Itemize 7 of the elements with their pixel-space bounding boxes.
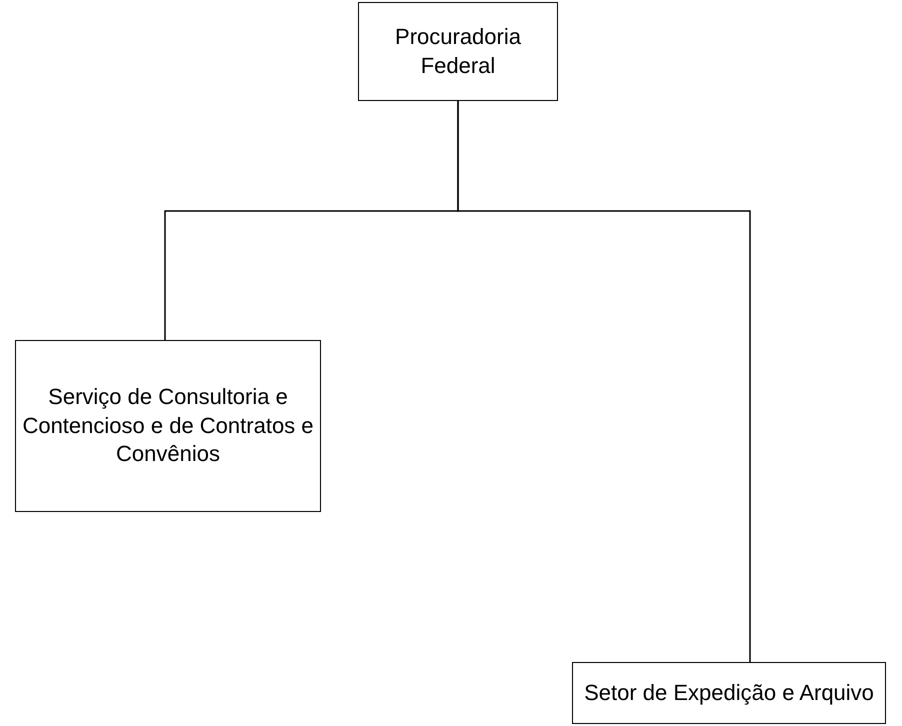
org-box xyxy=(358,2,558,101)
unit-name: Procuradoria Federal xyxy=(394,22,522,80)
org-box xyxy=(15,340,321,512)
connector-line xyxy=(457,101,751,662)
org-box xyxy=(572,662,886,724)
unit-name: Setor de Expedição e Arquivo xyxy=(584,678,874,707)
unit-name: Serviço de Consultoria e Contencioso e de Contratos e Convênios xyxy=(22,383,314,468)
